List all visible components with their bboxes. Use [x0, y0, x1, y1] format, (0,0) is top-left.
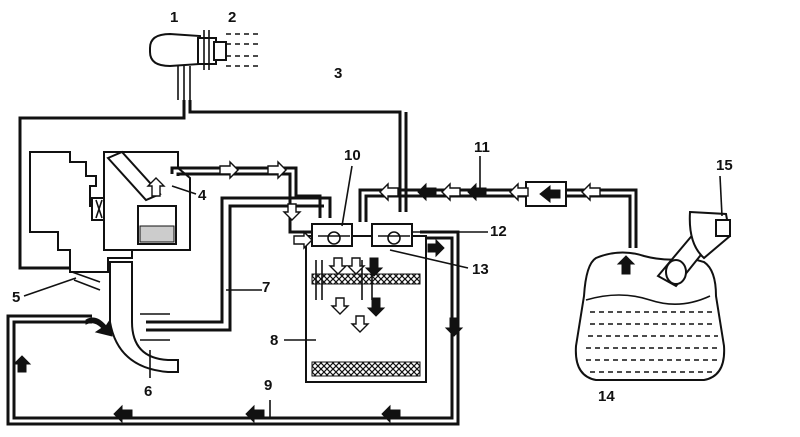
callout-9: 9: [264, 377, 272, 394]
flow-arrows-solid: [12, 182, 636, 424]
solenoid-valve: [149, 30, 262, 100]
callout-5: 5: [12, 289, 20, 306]
callout-14: 14: [598, 388, 615, 405]
callout-2: 2: [228, 9, 236, 26]
callout-6: 6: [144, 383, 152, 400]
hose-line-4: [170, 166, 322, 234]
callout-10: 10: [344, 147, 361, 164]
flow-arrows-open: [146, 160, 601, 333]
leader-lines: [23, 156, 723, 418]
callout-7: 7: [262, 279, 270, 296]
callout-8: 8: [270, 332, 278, 349]
callout-15: 15: [716, 157, 733, 174]
callout-13: 13: [472, 261, 489, 278]
hose-line-7: [146, 196, 332, 332]
callout-1: 1: [170, 9, 178, 26]
callout-12: 12: [490, 223, 507, 240]
callout-3: 3: [334, 65, 342, 82]
engine-block: [29, 150, 191, 373]
callout-4: 4: [198, 187, 207, 204]
callout-11: 11: [474, 139, 490, 156]
callout-labels: 1 2 3 4 5 6 7 8 9 10 11 12 13 14 15: [12, 9, 733, 405]
fuel-tank: [574, 210, 732, 381]
charcoal-canister: [305, 223, 427, 383]
